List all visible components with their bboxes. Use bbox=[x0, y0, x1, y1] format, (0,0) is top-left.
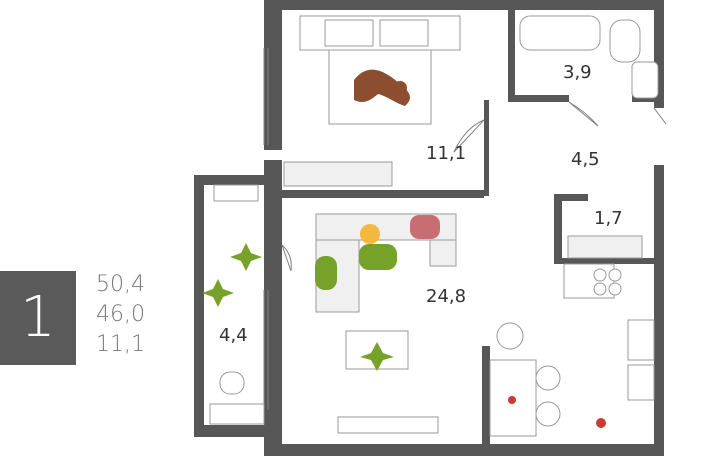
room-count-badge: 1 bbox=[0, 271, 76, 365]
stove-burner-1 bbox=[593, 268, 607, 282]
bathroom-furniture bbox=[519, 15, 659, 99]
bedroom-bottom-wall bbox=[282, 190, 484, 198]
bedroom-door-swing bbox=[453, 119, 485, 153]
balcony-left-wall bbox=[194, 185, 204, 435]
storage-bottom-wall bbox=[562, 258, 654, 264]
kitchen-area-value: 11,1 bbox=[96, 332, 145, 357]
living-door-leaf bbox=[281, 244, 292, 272]
balcony-plant-bottom-icon bbox=[202, 279, 234, 307]
kitchen-furniture bbox=[489, 235, 655, 437]
cat-bowl-icon bbox=[596, 418, 606, 428]
bedroom-left-wall bbox=[264, 0, 282, 150]
right-upper-wall bbox=[654, 0, 664, 108]
bathroom-door-leaf bbox=[568, 101, 599, 127]
living-area-value: 46,0 bbox=[96, 302, 145, 327]
bedroom-pillow-left bbox=[324, 19, 374, 47]
room-label-3: 4,5 bbox=[571, 149, 600, 170]
room-label-2: 3,9 bbox=[563, 62, 592, 83]
kitchen-sink bbox=[627, 319, 655, 361]
right-lower-wall bbox=[654, 165, 664, 456]
bedroom-furniture bbox=[283, 15, 461, 187]
apartment-floor-plan: 11,1 3,9 4,5 1,7 24,8 4,4 bbox=[190, 0, 666, 456]
storage-shelf bbox=[567, 235, 643, 259]
balcony-bottom-wall bbox=[194, 425, 282, 437]
kitchen-partition-wall bbox=[482, 346, 490, 444]
room-count-value: 1 bbox=[20, 285, 56, 350]
dining-chair-top bbox=[496, 322, 524, 350]
dog-head-icon bbox=[393, 81, 407, 95]
dog-icon bbox=[354, 69, 411, 106]
person-body-icon bbox=[359, 244, 397, 270]
kitchen-appliance bbox=[627, 364, 655, 401]
red-dot-icon bbox=[508, 396, 516, 404]
bathroom-sink bbox=[631, 61, 659, 99]
bathroom-divider-wall bbox=[508, 10, 515, 102]
top-wall bbox=[282, 0, 664, 10]
storage-left-wall bbox=[554, 194, 562, 264]
stove-burner-4 bbox=[608, 282, 622, 296]
living-room-furniture bbox=[315, 213, 457, 434]
tv-console bbox=[337, 416, 439, 434]
stove-burner-2 bbox=[608, 268, 622, 282]
room-label-1: 11,1 bbox=[426, 143, 466, 164]
room-labels: 11,1 3,9 4,5 1,7 24,8 4,4 bbox=[219, 62, 623, 346]
apartment-area-list: 50,4 46,0 11,1 bbox=[96, 270, 188, 366]
balcony-plant-top-icon bbox=[230, 243, 262, 271]
bedroom-pillow-right bbox=[379, 19, 429, 47]
green-pillow-icon bbox=[315, 256, 337, 290]
room-label-5: 24,8 bbox=[426, 286, 466, 307]
living-left-wall bbox=[264, 160, 282, 456]
sofa-right-section bbox=[429, 239, 457, 267]
dining-chair-right bbox=[535, 365, 561, 391]
bathtub bbox=[519, 15, 601, 51]
total-area-value: 50,4 bbox=[96, 272, 145, 297]
balcony-top-wall bbox=[194, 175, 264, 185]
balcony-desk bbox=[209, 403, 265, 425]
hall-partition bbox=[484, 100, 489, 196]
entrance-door-leaf bbox=[653, 107, 666, 125]
floor-plan-svg: 11,1 3,9 4,5 1,7 24,8 4,4 bbox=[194, 0, 666, 456]
table-plant-icon bbox=[360, 342, 394, 371]
bottom-wall bbox=[282, 444, 654, 456]
living-door-swing bbox=[281, 244, 292, 272]
apartment-summary-panel: 1 50,4 46,0 11,1 bbox=[0, 0, 190, 456]
balcony-storage bbox=[213, 184, 259, 202]
toilet bbox=[609, 19, 641, 63]
storage-top-wall bbox=[562, 194, 588, 201]
bedroom-wardrobe bbox=[283, 161, 393, 187]
person-head-icon bbox=[360, 224, 380, 244]
balcony-chair bbox=[219, 371, 245, 395]
stove-burner-3 bbox=[593, 282, 607, 296]
room-label-4: 1,7 bbox=[594, 208, 623, 229]
bathroom-bottom-wall-left bbox=[515, 95, 569, 102]
dining-chair-bottom bbox=[535, 401, 561, 427]
pink-pillow-icon bbox=[410, 215, 440, 239]
room-label-6: 4,4 bbox=[219, 325, 248, 346]
balcony-furniture bbox=[202, 184, 265, 425]
kitchen-counter bbox=[563, 263, 615, 299]
bathroom-door-swing bbox=[568, 101, 599, 127]
doors-and-windows bbox=[263, 48, 666, 410]
bedroom-door-leaf bbox=[453, 119, 485, 153]
